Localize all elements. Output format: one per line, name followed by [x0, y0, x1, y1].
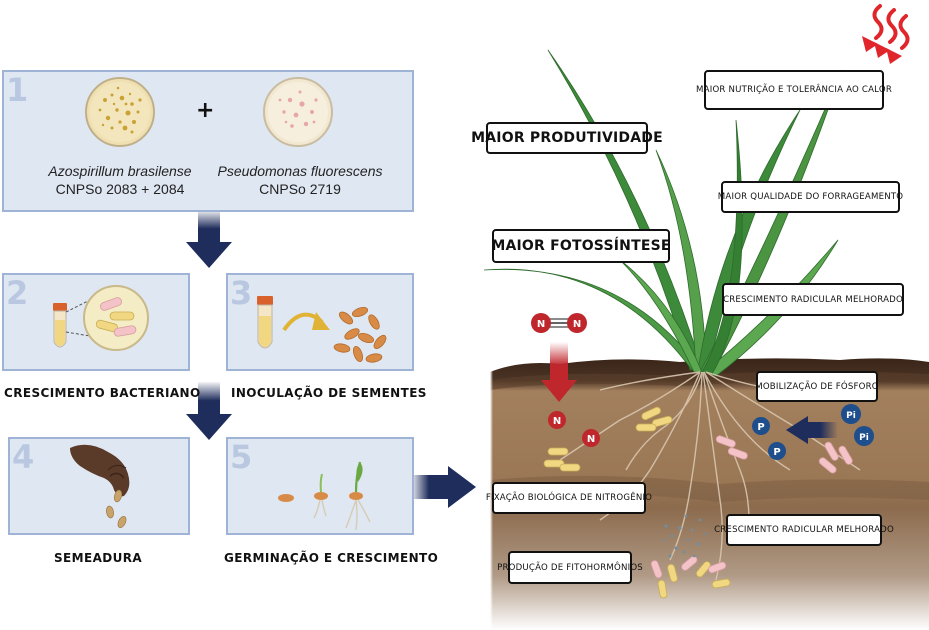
label-phosphorus-mobilization: MOBILIZAÇÃO DE FÓSFORO: [755, 371, 879, 402]
organism-b: Pseudomonas fluorescens CNPSo 2719: [200, 162, 400, 198]
caption-germination-growth: GERMINAÇÃO E CRESCIMENTO: [224, 551, 439, 565]
nitrogen-atom-icon: [582, 429, 600, 447]
organism-a-strain: CNPSo 2083 + 2084: [55, 181, 185, 197]
step-number-5: 5: [230, 438, 253, 476]
phosphorus-arrow-icon: [786, 416, 838, 444]
label-biological-nitrogen-fixation: FIXAÇÃO BIOLÓGICA DE NITROGÊNIO: [486, 482, 652, 514]
step-number-2: 2: [6, 274, 29, 312]
step-number-3: 3: [230, 274, 253, 312]
nitrogen-gas-molecule-icon: [531, 313, 587, 333]
nitrogen-arrow-icon: [541, 342, 577, 402]
label-phytohormone-production: PRODUÇÃO DE FITOHORMÔNIOS: [497, 551, 643, 584]
label-root-growth-top: CRESCIMENTO RADICULAR MELHORADO: [722, 283, 904, 316]
phosphorus-p-icon: [752, 417, 770, 435]
label-nutrition-heat-tolerance: MAIOR NUTRIÇÃO E TOLERÂNCIA AO CALOR: [696, 70, 892, 110]
phosphorus-p-icon: [768, 442, 786, 460]
heat-waves-icon: [872, 4, 910, 50]
flow-arrow-2-4: [186, 382, 232, 440]
nitrogen-atom-icon: [548, 411, 566, 429]
step-3-panel: [226, 273, 414, 371]
caption-seed-inoculation: INOCULAÇÃO DE SEMENTES: [231, 386, 427, 400]
flow-arrow-to-field: [410, 466, 476, 508]
phosphate-pi-icon: [841, 404, 861, 424]
phytohormone-dots-icon: [662, 514, 708, 558]
step-5-panel: [226, 437, 414, 535]
organism-b-name: Pseudomonas fluorescens: [217, 163, 383, 179]
label-root-growth-bottom: CRESCIMENTO RADICULAR MELHORADO: [714, 514, 894, 546]
plus-sign: +: [196, 98, 215, 123]
step-1-panel: [2, 70, 414, 212]
label-higher-productivity: MAIOR PRODUTIVIDADE: [471, 122, 663, 154]
step-number-1: 1: [6, 71, 29, 109]
label-forage-quality: MAIOR QUALIDADE DO FORRAGEAMENTO: [718, 181, 903, 213]
flow-arrow-1-2: [186, 210, 232, 268]
organism-a-name: Azospirillum brasilense: [48, 163, 192, 179]
caption-bacterial-growth: CRESCIMENTO BACTERIANO: [4, 386, 201, 400]
organism-a: Azospirillum brasilense CNPSo 2083 + 208…: [18, 162, 222, 198]
step-2-panel: [2, 273, 190, 371]
label-higher-photosynthesis: MAIOR FOTOSSÍNTESE: [491, 229, 670, 263]
organism-b-strain: CNPSo 2719: [259, 181, 341, 197]
phosphate-pi-icon: [854, 426, 874, 446]
step-4-panel: [8, 437, 190, 535]
heat-arrowheads-icon: [862, 36, 902, 64]
soil-bacteria-icon: [543, 406, 853, 599]
caption-sowing: SEMEADURA: [54, 551, 143, 565]
step-number-4: 4: [12, 438, 35, 476]
